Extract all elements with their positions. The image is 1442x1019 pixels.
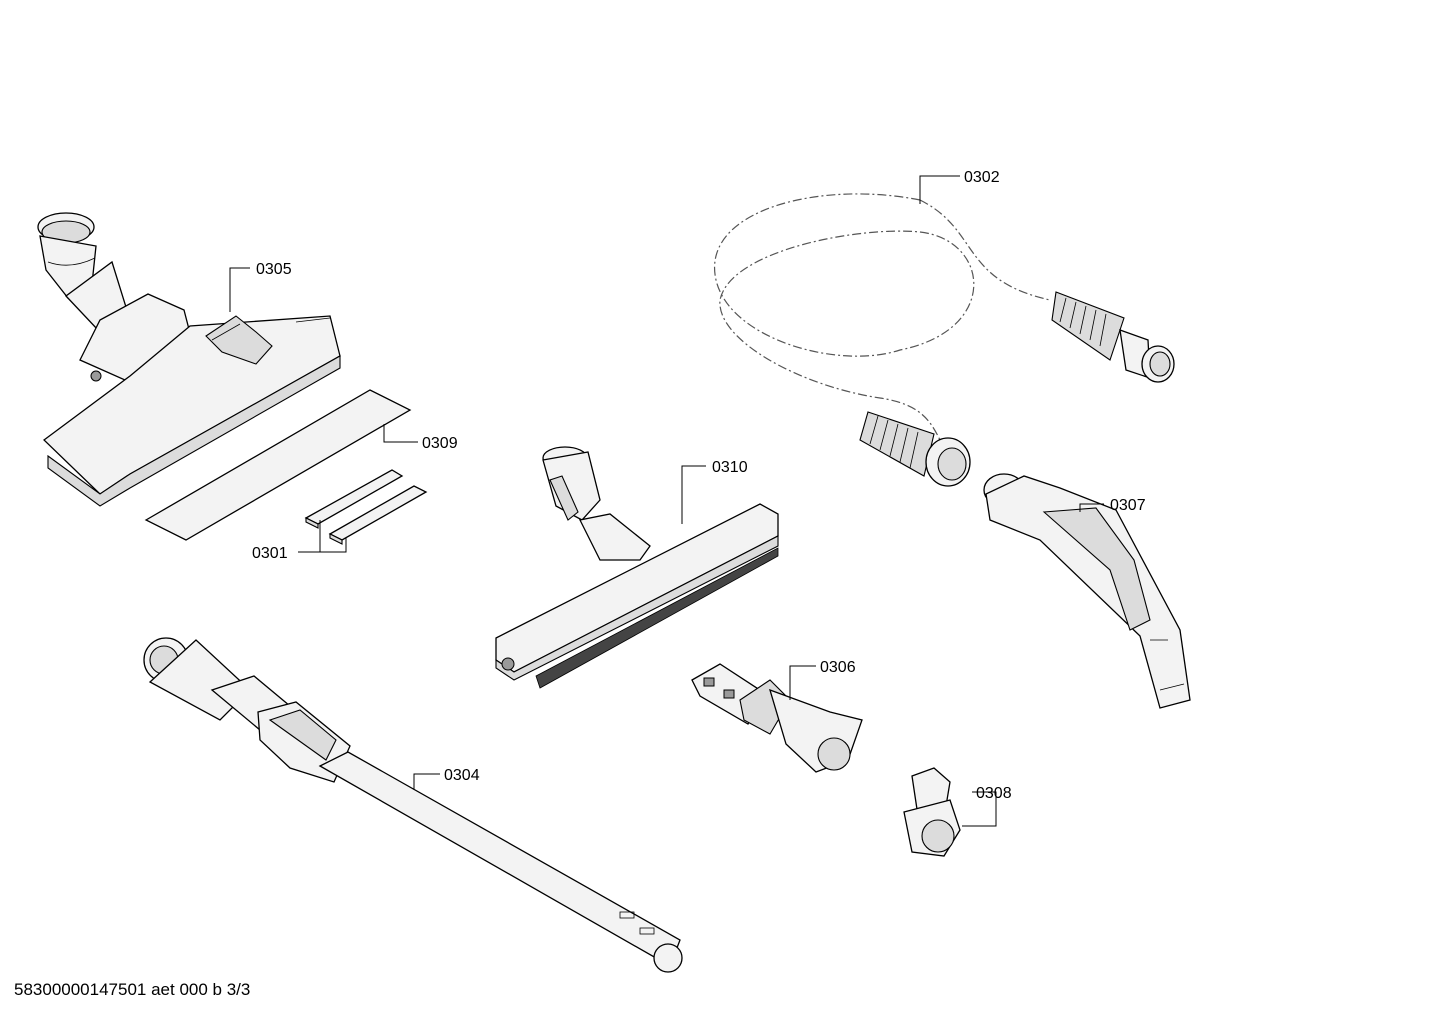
label-0304: 0304 xyxy=(444,767,480,784)
label-0308: 0308 xyxy=(976,785,1012,802)
strip-part xyxy=(144,389,412,541)
telescopic-tube-part xyxy=(143,637,683,973)
adapter-part xyxy=(691,663,863,773)
small-strips-part xyxy=(304,469,428,545)
label-0306: 0306 xyxy=(820,659,856,676)
floor-nozzle-part xyxy=(37,212,341,507)
label-0301: 0301 xyxy=(252,545,288,562)
hose-part xyxy=(713,193,1175,487)
label-0305: 0305 xyxy=(256,261,292,278)
hose-handle-part xyxy=(983,473,1191,709)
label-0309: 0309 xyxy=(422,435,458,452)
leader-lines xyxy=(229,175,1104,827)
clip-part xyxy=(903,767,961,857)
document-footer-id: 58300000147501 aet 000 b 3/3 xyxy=(14,980,251,999)
label-0310: 0310 xyxy=(712,459,748,476)
parquet-brush-part xyxy=(495,446,779,689)
label-0307: 0307 xyxy=(1110,497,1146,514)
label-0302: 0302 xyxy=(964,169,1000,186)
